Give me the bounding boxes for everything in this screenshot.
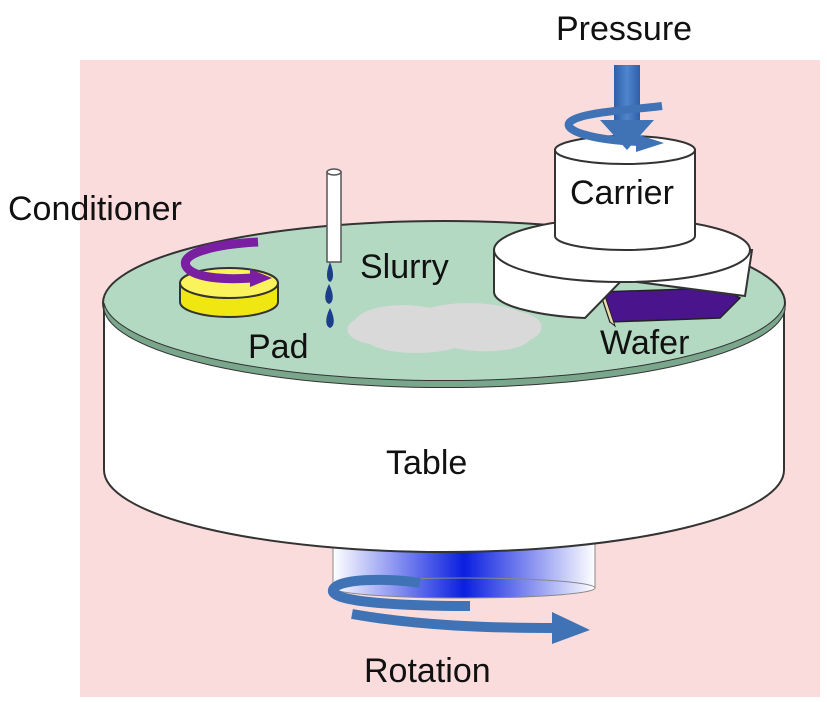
pressure-label: Pressure [556,10,693,48]
rotation-label: Rotation [364,652,491,690]
rotation-arrow [328,574,590,644]
pressure-arrow [600,65,654,150]
carrier-rotation-arrow [564,102,664,152]
slurry-drops [325,262,334,328]
pad-label: Pad [248,328,309,366]
slurry-nozzle [326,168,342,263]
carrier-label: Carrier [570,174,674,212]
slurry-puddle [347,303,542,353]
conditioner-label: Conditioner [8,190,182,228]
slurry-label: Slurry [360,248,449,286]
table-label: Table [386,444,468,482]
conditioner-arrow [181,237,272,287]
wafer-label: Wafer [600,324,690,362]
